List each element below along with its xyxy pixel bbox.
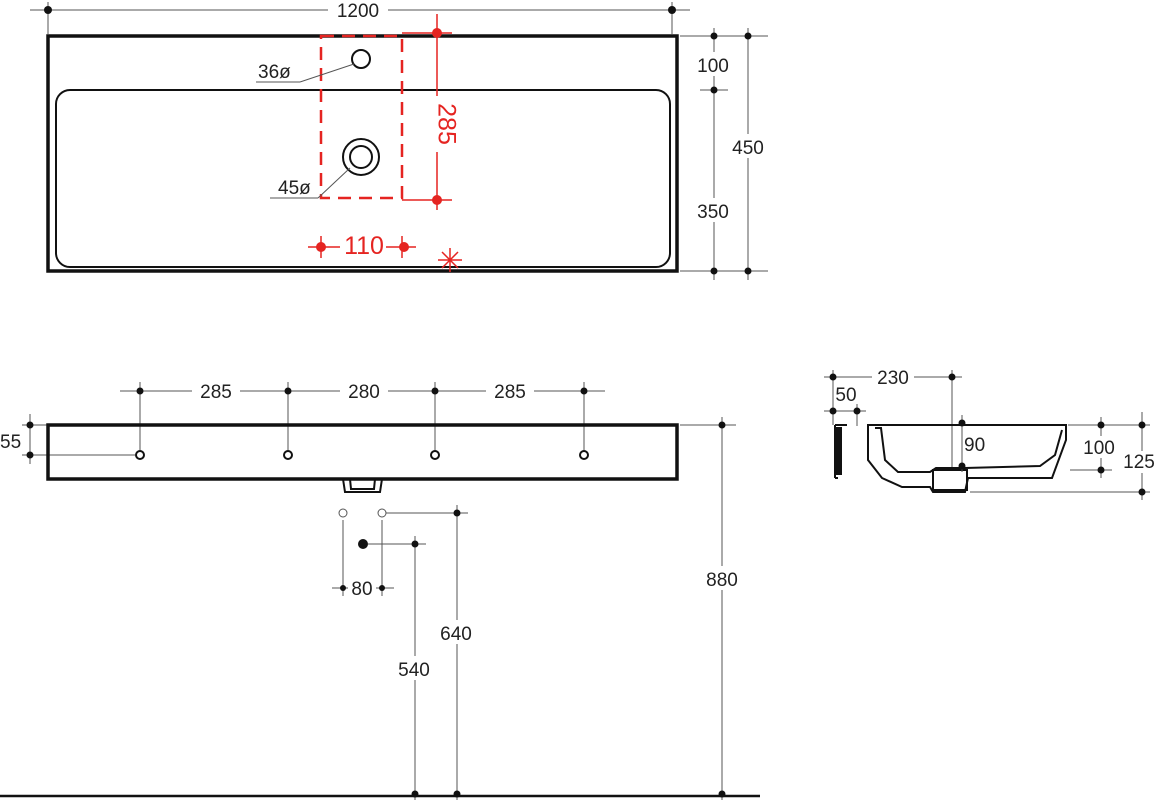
drain-outlet [342, 478, 383, 493]
tap-hole [351, 49, 371, 69]
height-dimensions: 540 640 880 [368, 417, 744, 800]
side-drain-body [932, 469, 968, 491]
side-height-label: 125 [1123, 452, 1155, 473]
basin-depth-label: 350 [697, 202, 729, 223]
bracket-hole-4 [579, 450, 589, 460]
overall-depth-label: 450 [732, 138, 764, 159]
supply-point-left [338, 508, 348, 518]
drain-inner [349, 145, 373, 169]
front-outline [46, 423, 679, 481]
top-view: 1200 36ø 45ø 285 [30, 0, 768, 280]
drain-outer [342, 138, 380, 176]
bracket-hole-2 [283, 450, 293, 460]
tap-vertical-label: 285 [432, 103, 460, 145]
supply-height-label: 640 [440, 624, 472, 645]
drain-leader: 45ø [270, 167, 351, 199]
bracket-spacing-1-label: 285 [200, 382, 232, 403]
drain-offset-label: 90 [964, 435, 985, 456]
top-right-dimensions: 100 350 450 [680, 28, 768, 280]
drain-spacing-label: 80 [351, 579, 372, 600]
tap-hole-label: 36ø [258, 62, 291, 83]
side-depth-dimension: 230 [824, 366, 962, 470]
tap-vertical-dimension: 285 [402, 14, 460, 210]
tap-zone-width-dimension: 110 [308, 232, 416, 260]
side-profile-outline [834, 424, 1067, 493]
top-height-label: 880 [706, 570, 738, 591]
top-width-label: 1200 [337, 1, 379, 22]
top-outline [46, 34, 679, 273]
tap-zone [319, 34, 404, 200]
top-width-dimension: 1200 [30, 0, 690, 34]
side-view: 230 50 90 [824, 366, 1156, 500]
bracket-spacing-dimensions: 285 280 285 [120, 378, 605, 452]
rim-depth-label: 100 [697, 56, 729, 77]
side-wall-section [836, 427, 842, 475]
wall-thickness-dimension: 50 [824, 385, 866, 426]
front-view: 285 280 285 55 [0, 378, 760, 800]
supply-point-right [377, 508, 387, 518]
side-height-dimensions: 100 125 [970, 412, 1156, 500]
drain-offset-dimension: 90 [958, 415, 985, 472]
bracket-spacing-2-label: 280 [348, 382, 380, 403]
bracket-spacing-3-label: 285 [494, 382, 526, 403]
tap-zone-width-label: 110 [344, 232, 384, 260]
top-basin [55, 89, 671, 268]
wall-thickness-label: 50 [835, 385, 856, 406]
drain-point [358, 539, 368, 549]
tap-hole-leader: 36ø [256, 62, 355, 83]
side-depth-label: 230 [877, 368, 909, 389]
drain-spacing-dimension: 80 [332, 520, 394, 600]
drain-label: 45ø [278, 178, 311, 199]
bracket-hole-1 [135, 450, 145, 460]
bracket-hole-3 [430, 450, 440, 460]
drain-height-label: 540 [398, 660, 430, 681]
bracket-height-label: 55 [0, 432, 21, 453]
bowl-depth-label: 100 [1083, 438, 1115, 459]
bracket-height-dimension: 55 [0, 414, 135, 464]
reference-asterisk-icon [438, 248, 462, 272]
